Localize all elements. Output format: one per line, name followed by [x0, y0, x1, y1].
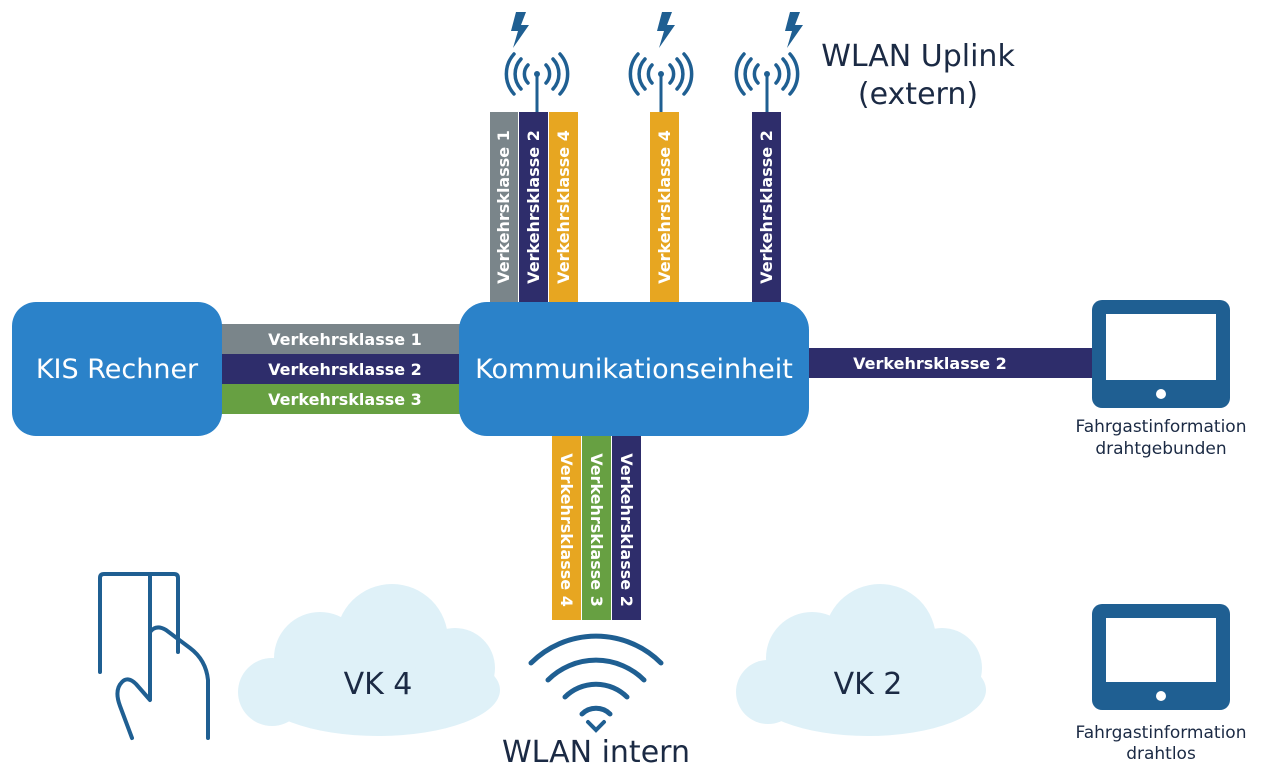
wlan-intern-label: WLAN intern [502, 735, 690, 770]
antenna-icon [504, 52, 570, 96]
band-up-vk4-b-label: Verkehrsklasse 4 [655, 130, 674, 284]
band-up-vk4-a-label: Verkehrsklasse 4 [554, 130, 573, 284]
kommunikationseinheit-label: Kommunikationseinheit [475, 354, 793, 385]
band-up-vk2-b [752, 112, 781, 302]
band-up-vk2-a-label: Verkehrsklasse 2 [524, 130, 543, 284]
cloud-left-label: VK 4 [344, 667, 413, 702]
lightning-icon [785, 12, 803, 48]
kommunikationseinheit-box [459, 302, 809, 436]
band-h-vk3-label: Verkehrsklasse 3 [268, 390, 422, 409]
band-up-vk2-a [519, 112, 548, 302]
wireless-device-label-line2: drahtlos [1126, 744, 1196, 764]
uplink-label-line1: WLAN Uplink [821, 39, 1015, 74]
hand-card-icon [98, 572, 210, 740]
antenna-icon [734, 52, 800, 96]
wired-device-label-line2: drahtgebunden [1095, 439, 1226, 459]
band-h-vk2 [215, 354, 465, 384]
band-h-vk1 [215, 324, 465, 354]
band-h-vk3 [215, 384, 465, 414]
band-right-vk2-label: Verkehrsklasse 2 [853, 354, 1007, 373]
band-down-vk2 [612, 425, 641, 620]
lightning-icon [511, 12, 529, 48]
kis-rechner-label: KIS Rechner [36, 354, 199, 385]
band-up-vk4-a [549, 112, 578, 302]
band-up-vk1-label: Verkehrsklasse 1 [494, 130, 513, 284]
band-down-vk4 [552, 425, 581, 620]
band-up-vk2-b-label: Verkehrsklasse 2 [757, 130, 776, 284]
band-down-vk4-label: Verkehrsklasse 4 [557, 453, 576, 607]
band-up-vk1 [490, 112, 518, 302]
antenna-3 [734, 12, 803, 112]
band-down-vk2-label: Verkehrsklasse 2 [617, 453, 636, 607]
cloud-icon [736, 584, 986, 736]
antenna-icon [628, 52, 694, 96]
tablet-icon [1092, 300, 1230, 408]
uplink-label-line2: (extern) [858, 77, 978, 112]
band-down-vk3 [582, 425, 611, 620]
wifi-icon [528, 633, 664, 733]
band-down-vk3-label: Verkehrsklasse 3 [587, 453, 606, 607]
band-h-vk1-label: Verkehrsklasse 1 [268, 330, 422, 349]
wireless-device-label-line1: Fahrgastinformation [1076, 723, 1247, 743]
antenna-1 [504, 12, 570, 112]
band-right-vk2 [800, 348, 1092, 378]
band-h-vk2-label: Verkehrsklasse 2 [268, 360, 422, 379]
antenna-2 [628, 12, 694, 112]
wired-device-label-line1: Fahrgastinformation [1076, 417, 1247, 437]
kis-rechner-box [12, 302, 222, 436]
lightning-icon [657, 12, 675, 48]
cloud-icon [238, 584, 500, 736]
cloud-right-label: VK 2 [834, 667, 903, 702]
band-up-vk4-b [650, 112, 679, 302]
tablet-icon [1092, 604, 1230, 710]
